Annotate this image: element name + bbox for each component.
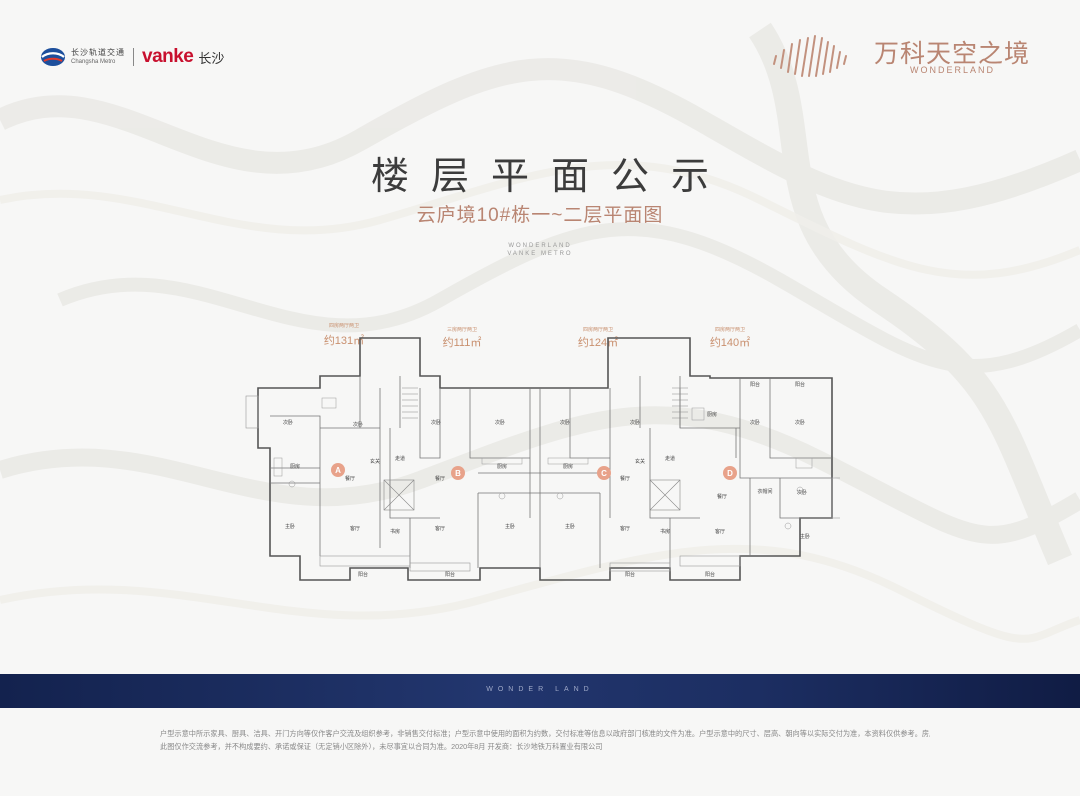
wonderland-mark-icon	[773, 35, 847, 77]
room-b-bed2b: 次卧	[495, 419, 505, 426]
brand-logos: 长沙轨道交通 Changsha Metro vanke 长沙	[40, 44, 224, 70]
room-a-kitchen: 厨房	[290, 463, 300, 470]
room-a-master: 主卧	[285, 523, 295, 530]
disclaimer-line-2: 此图仅作交流参考，并不构成要约、承诺或保证（无定销小区除外），未尽事宜以合同为准…	[160, 742, 603, 751]
metro-name-en: Changsha Metro	[71, 59, 116, 65]
disclaimer-line-1: 户型示意中所示家具、厨具、洁具、开门方向等仅作客户交流及组织参考，非销售交付标准…	[160, 729, 930, 738]
unit-c-marker	[597, 466, 611, 480]
room-c-study: 书房	[660, 528, 670, 535]
room-d-cloak: 衣帽间	[757, 488, 772, 495]
unit-d-marker-label: D	[727, 469, 733, 478]
floor-plan: 四房两厅两卫 三房两厅两卫 四房两厅两卫 四房两厅两卫 约131㎡ 约111㎡ …	[245, 322, 840, 581]
unit-a-marker	[331, 463, 345, 477]
unit-a-marker-label: A	[335, 466, 341, 475]
room-a-bed2b: 次卧	[353, 421, 363, 428]
disclaimer: 户型示意中所示家具、厨具、洁具、开门方向等仅作客户交流及组织参考，非销售交付标准…	[160, 727, 930, 753]
room-d-master: 主卧	[800, 533, 810, 540]
project-name-en: WONDERLAND	[910, 65, 996, 75]
vanke-city: 长沙	[198, 50, 225, 66]
room-b-master: 主卧	[505, 523, 515, 530]
unit-d-marker	[723, 466, 737, 480]
page-title: 楼层平面公示	[370, 156, 731, 198]
unit-b-marker-label: B	[455, 469, 461, 478]
room-d-living: 客厅	[715, 528, 725, 535]
small-brand: WONDERLAND VANKE METRO	[0, 242, 1080, 258]
unit-d-area: 约140㎡	[710, 336, 750, 349]
small-brand-line1: WONDERLAND	[508, 243, 572, 249]
room-d-balcony: 阳台	[705, 571, 715, 578]
room-c-balcony: 阳台	[625, 571, 635, 578]
marble-background	[0, 22, 1080, 643]
room-b-balcony: 阳台	[445, 571, 455, 578]
room-c-hall: 玄关	[635, 458, 645, 465]
room-b-bed2: 次卧	[431, 419, 441, 426]
metro-name-cn: 长沙轨道交通	[71, 48, 125, 57]
small-brand-line2: VANKE METRO	[507, 251, 573, 257]
room-b-kitchen: 厨房	[497, 463, 507, 470]
room-a-bed2: 次卧	[283, 419, 293, 426]
room-core-corridor-2: 走道	[665, 455, 675, 462]
room-d-balcony-top: 阳台	[750, 381, 760, 388]
room-a-dining: 餐厅	[345, 475, 355, 482]
project-name-cn: 万科天空之境	[874, 40, 1031, 68]
room-c-bed2: 次卧	[560, 419, 570, 426]
room-a-balcony: 阳台	[358, 571, 368, 578]
unit-b-marker	[451, 466, 465, 480]
room-d-kitchen: 厨房	[707, 411, 717, 418]
room-c-bed2b: 次卧	[630, 419, 640, 426]
room-c-dining: 餐厅	[620, 475, 630, 482]
room-a-hall: 玄关	[370, 458, 380, 465]
room-b-living: 客厅	[435, 525, 445, 532]
room-a-study: 书房	[390, 528, 400, 535]
footer-band: WONDER LAND	[0, 674, 1080, 708]
room-c-living: 客厅	[620, 525, 630, 532]
room-a-living: 客厅	[350, 525, 360, 532]
project-logo: 万科天空之境 WONDERLAND	[770, 30, 1040, 84]
room-d-bed2b: 次卧	[795, 419, 805, 426]
unit-b-area: 约111㎡	[443, 336, 482, 349]
logo-divider	[133, 48, 134, 66]
unit-b-type: 三房两厅两卫	[447, 326, 477, 333]
room-c-kitchen: 厨房	[563, 463, 573, 470]
metro-logo-icon	[41, 48, 65, 66]
room-core-corridor-1: 走道	[395, 455, 405, 462]
vanke-logo: vanke	[142, 46, 194, 67]
room-d-dining: 餐厅	[717, 493, 727, 500]
room-d-bed2: 次卧	[750, 419, 760, 426]
unit-c-marker-label: C	[601, 469, 607, 478]
unit-d-type: 四房两厅两卫	[715, 326, 745, 333]
band-text: WONDER LAND	[486, 686, 594, 693]
unit-c-type: 四房两厅两卫	[583, 326, 613, 333]
room-d-balcony-top2: 阳台	[795, 381, 805, 388]
room-d-bed2c: 次卧	[797, 489, 807, 496]
unit-a-type: 四房两厅两卫	[329, 322, 359, 329]
room-b-dining: 餐厅	[435, 475, 445, 482]
unit-a-area: 约131㎡	[324, 334, 364, 347]
room-c-master: 主卧	[565, 523, 575, 530]
page-subtitle: 云庐境10#栋一~二层平面图	[416, 205, 664, 226]
